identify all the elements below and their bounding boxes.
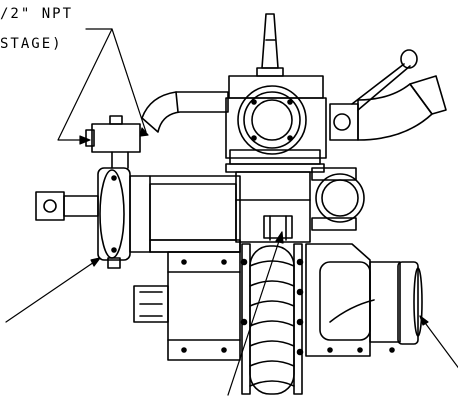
lever-handle [329, 49, 418, 141]
pump-casing [129, 175, 241, 253]
lower-right-housing [305, 243, 423, 357]
right-round-flange [311, 167, 365, 231]
small-valve [85, 115, 141, 169]
corrugated-pipe [240, 243, 304, 395]
control-box [133, 251, 241, 361]
callout-text-line-1: /2" NPT [0, 6, 74, 22]
top-vent [256, 13, 284, 77]
discharge-elbow [357, 75, 447, 141]
center-bracket [235, 171, 311, 243]
left-flange [35, 167, 131, 269]
callout-text-line-2: STAGE) [0, 36, 63, 52]
leader-lines [5, 28, 458, 396]
inlet-elbow [141, 91, 229, 133]
upper-valve [225, 75, 327, 173]
